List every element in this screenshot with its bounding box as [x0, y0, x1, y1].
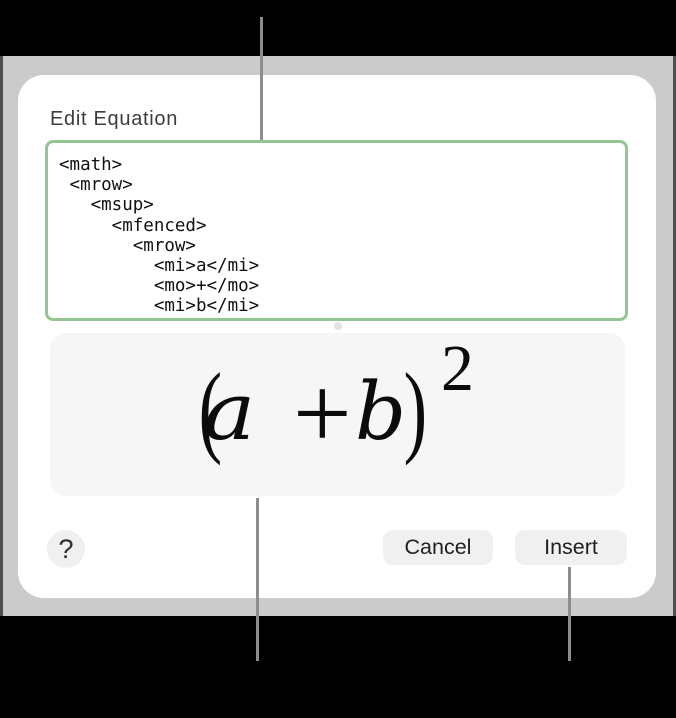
dialog-title: Edit Equation	[50, 108, 179, 130]
exponent: 2	[441, 332, 474, 405]
callout-line-insert	[568, 567, 571, 661]
insert-label: Insert	[544, 535, 598, 559]
insert-button[interactable]: Insert	[515, 530, 627, 565]
callout-line-textarea	[260, 17, 263, 140]
help-icon: ?	[58, 533, 74, 564]
open-paren: (	[198, 353, 223, 467]
code-line: <mi>b</mi>	[59, 296, 260, 317]
resize-grip-dot[interactable]	[334, 322, 342, 330]
cancel-label: Cancel	[404, 535, 472, 559]
code-line: <msup>	[59, 195, 154, 216]
term-a: a	[203, 365, 256, 458]
cancel-button[interactable]: Cancel	[383, 530, 493, 565]
code-line: <math>	[59, 155, 123, 175]
code-line: <mi>a</mi>	[59, 256, 260, 277]
close-paren: )	[403, 353, 428, 467]
equation-source-textarea[interactable]: <math> <mrow> <msup> <mfenced> <mrow> <m…	[45, 140, 628, 321]
code-line: <mfenced>	[59, 215, 207, 236]
edit-equation-dialog: Edit Equation <math> <mrow> <msup> <mfen…	[18, 75, 656, 598]
callout-line-preview	[256, 498, 259, 661]
code-line: <mrow>	[59, 235, 196, 256]
code-line: <mo>+</mo>	[59, 276, 260, 297]
term-b: b	[355, 365, 407, 458]
equation-preview-panel: ( a + b ) 2	[50, 333, 625, 496]
help-button[interactable]: ?	[47, 530, 85, 568]
code-line: <mrow>	[59, 175, 133, 196]
plus-operator: +	[293, 356, 352, 471]
